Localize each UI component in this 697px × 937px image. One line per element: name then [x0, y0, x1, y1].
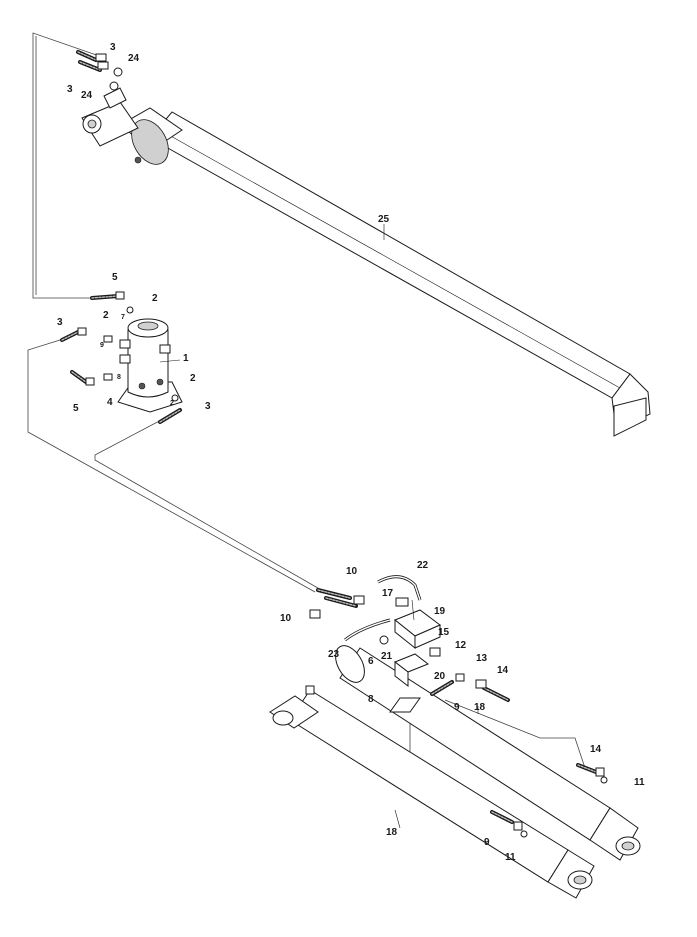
callout-25: 25: [378, 214, 390, 225]
rotary-valve: [117, 318, 183, 413]
boom-cylinder: [81, 87, 651, 437]
callout-2: 2: [190, 373, 196, 384]
callout-5: 5: [112, 272, 118, 283]
callout-4: 4: [107, 397, 113, 408]
callout-3: 3: [57, 317, 63, 328]
callout-18: 18: [474, 702, 486, 713]
callout-14: 14: [590, 744, 602, 755]
callout-10: 10: [346, 566, 358, 577]
callout-3: 3: [110, 42, 116, 53]
callout-7: 7: [121, 314, 125, 321]
callout-8: 8: [368, 694, 374, 705]
callout-24: 24: [128, 53, 140, 64]
callout-9: 9: [454, 702, 460, 713]
callout-11: 11: [505, 852, 516, 863]
lift-cylinder-rear: [335, 645, 641, 861]
callout-21: 21: [381, 651, 393, 662]
callout-labels: 3 24 3 24 25 5 2 7 3 2 9 1 8 2 5 4 2 3 2…: [57, 42, 645, 863]
callout-19: 19: [434, 606, 446, 617]
callout-8: 8: [117, 374, 121, 381]
callout-3: 3: [67, 84, 73, 95]
callout-18: 18: [386, 827, 398, 838]
callout-17: 17: [382, 588, 394, 599]
callout-2: 2: [170, 400, 174, 407]
swivel-hoses: [60, 291, 182, 424]
cylinder-band: [389, 697, 421, 713]
callout-22: 22: [417, 560, 429, 571]
callout-13: 13: [476, 653, 488, 664]
callout-15: 15: [438, 627, 450, 638]
callout-23: 23: [328, 649, 340, 660]
lift-cylinder-front: [269, 685, 595, 899]
callout-2: 2: [152, 293, 158, 304]
callout-9: 9: [100, 342, 104, 349]
callout-10: 10: [280, 613, 292, 624]
callout-20: 20: [434, 671, 446, 682]
callout-6: 6: [368, 656, 374, 667]
callout-3: 3: [205, 401, 211, 412]
callout-9: 9: [484, 837, 490, 848]
callout-5: 5: [73, 403, 79, 414]
callout-24: 24: [81, 90, 93, 101]
callout-leaders: [159, 224, 479, 829]
callout-11: 11: [634, 777, 645, 788]
callout-14: 14: [497, 665, 509, 676]
lower-hoses: [309, 588, 608, 838]
callout-1: 1: [183, 353, 189, 364]
callout-12: 12: [455, 640, 467, 651]
boom-fittings: [76, 50, 123, 91]
valve-assembly: [344, 575, 441, 688]
callout-2: 2: [103, 310, 109, 321]
